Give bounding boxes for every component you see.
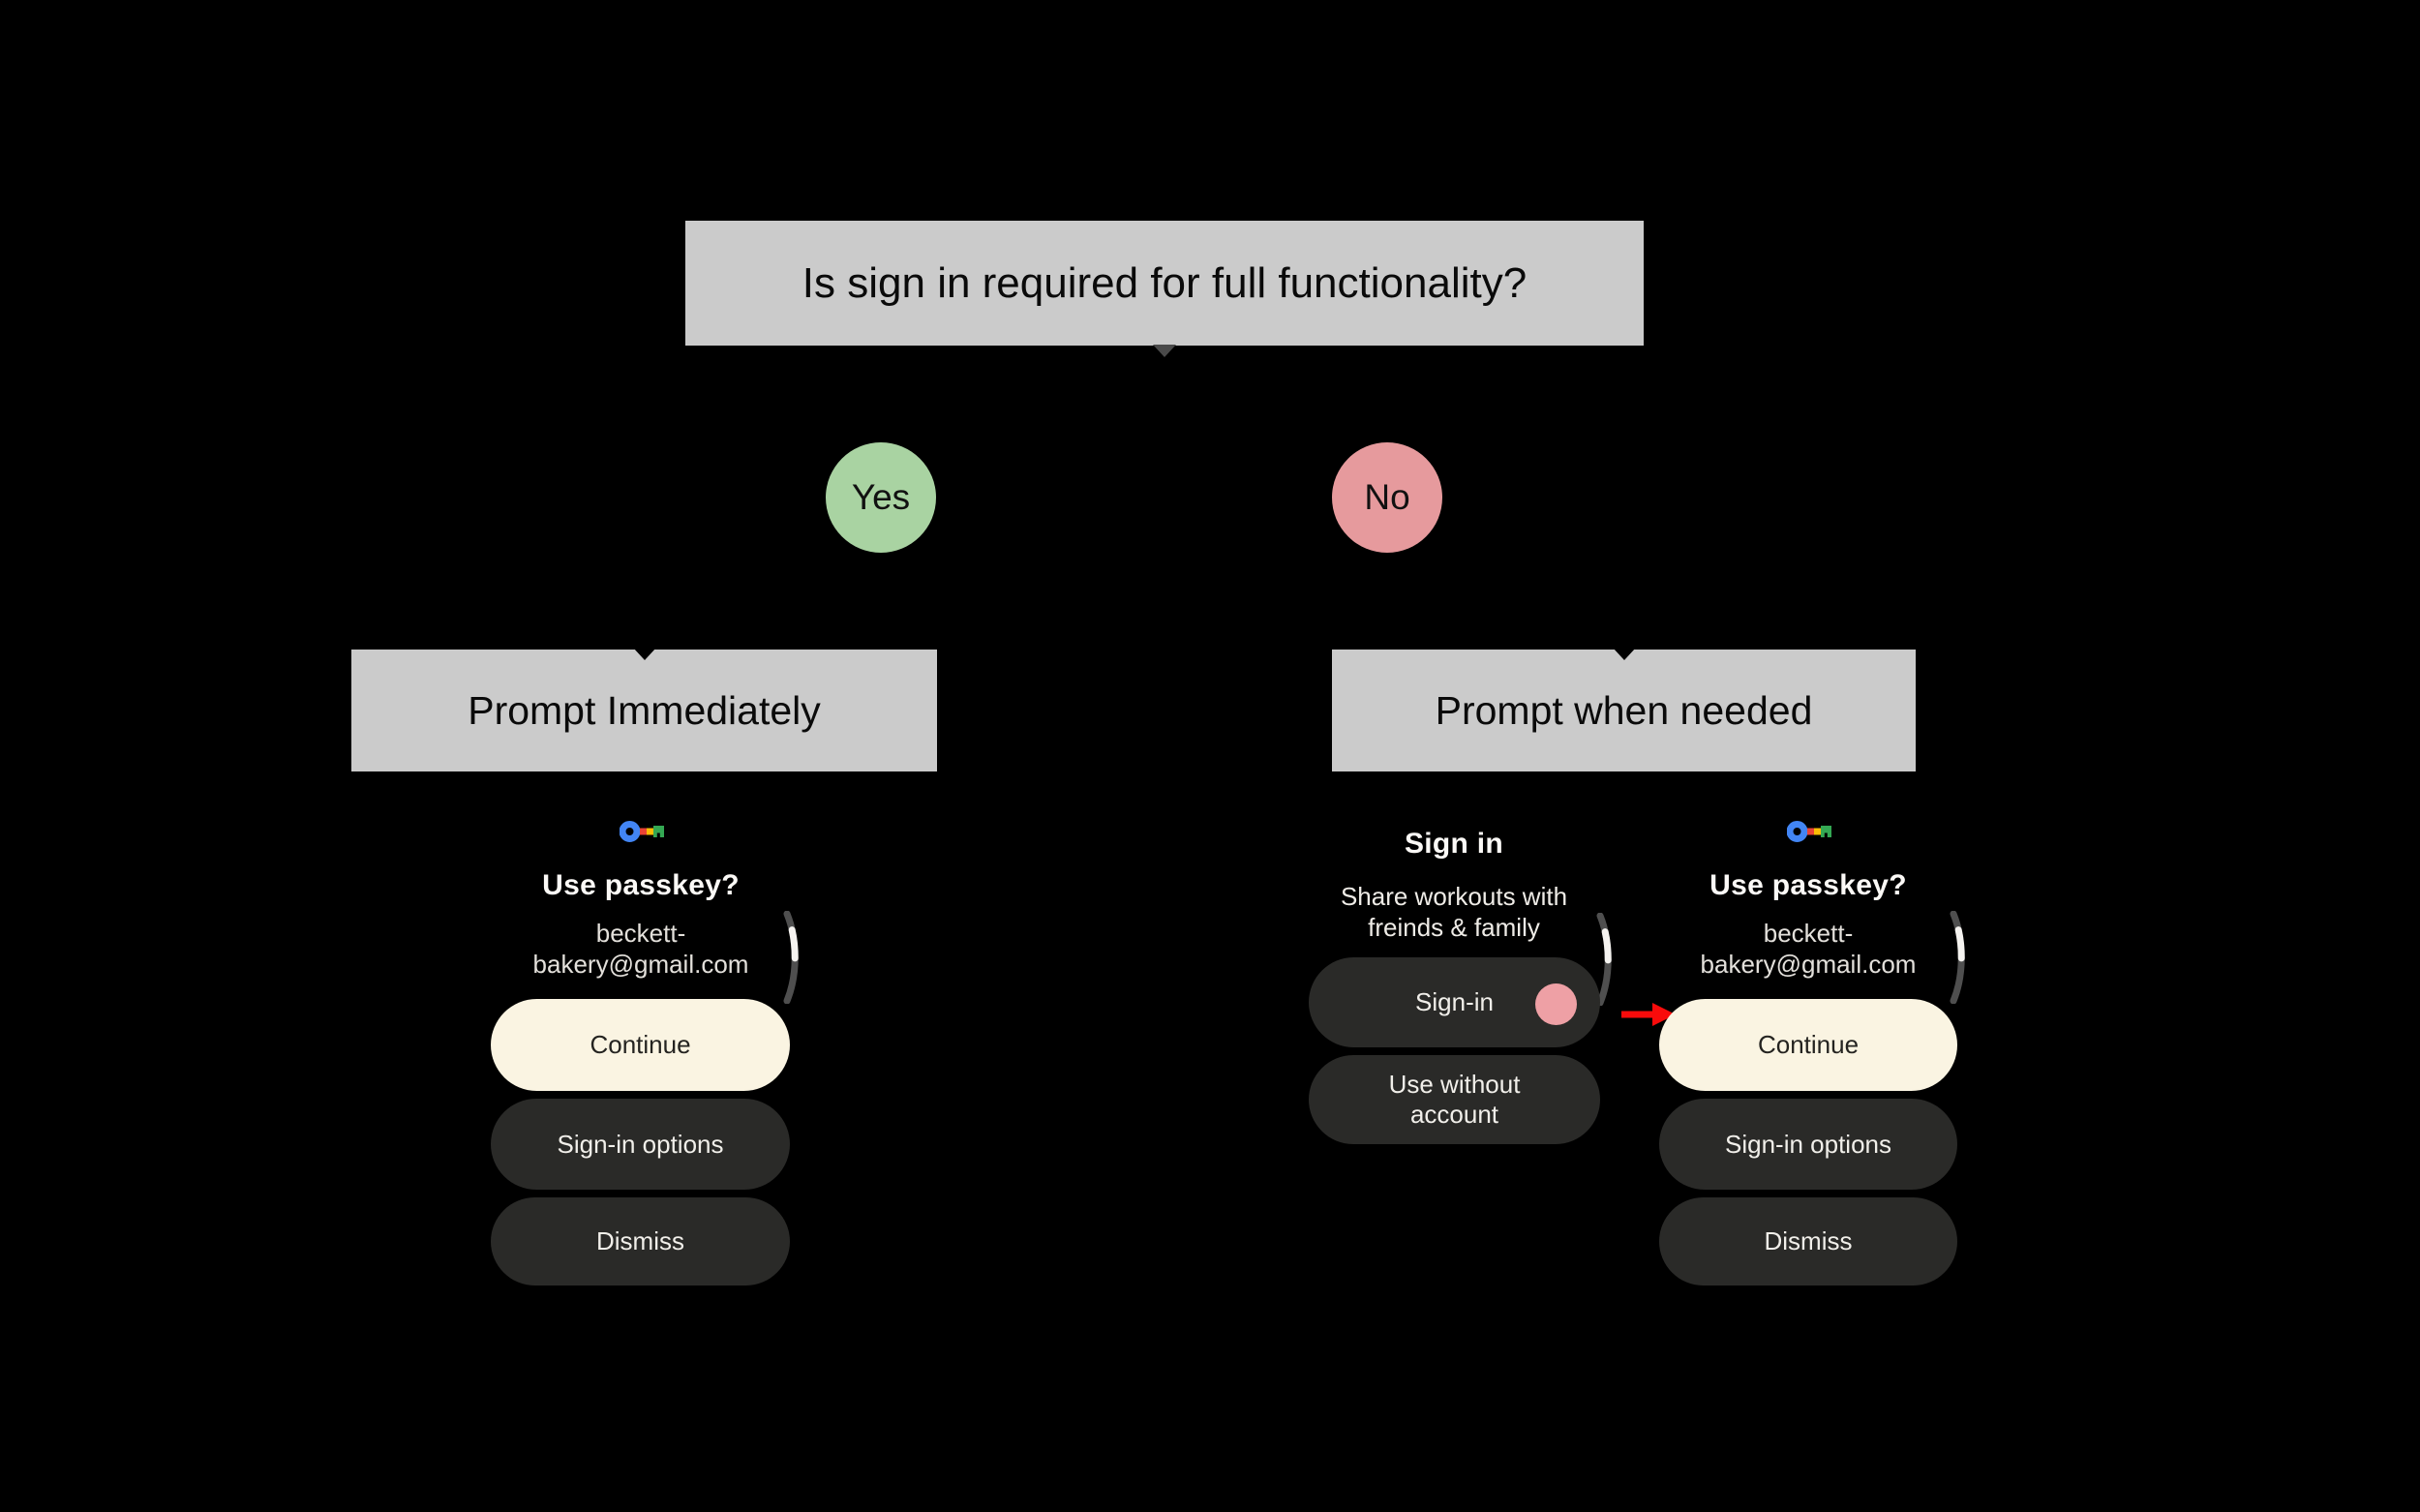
signin-options-label: Sign-in options <box>1725 1129 1891 1159</box>
signin-title: Sign in <box>1404 828 1504 860</box>
signin-button-label: Sign-in <box>1415 987 1494 1016</box>
dismiss-label: Dismiss <box>1764 1226 1853 1255</box>
signin-options-label: Sign-in options <box>557 1129 724 1159</box>
signin-description-line2: freinds & family <box>1368 913 1540 942</box>
yes-node: Yes <box>826 442 936 553</box>
signin-options-button[interactable]: Sign-in options <box>1659 1099 1957 1190</box>
question-box: Is sign in required for full functionali… <box>685 221 1644 357</box>
question-text: Is sign in required for full functionali… <box>802 258 1528 307</box>
scroll-indicator[interactable] <box>782 911 803 1004</box>
passkey-key-icon <box>1787 821 1831 842</box>
prompt-when-needed-label: Prompt when needed <box>1435 687 1813 733</box>
yes-label: Yes <box>851 477 911 517</box>
account-email-line1: beckett- <box>1763 919 1854 948</box>
passkey-title: Use passkey? <box>542 869 740 901</box>
dismiss-label: Dismiss <box>596 1226 684 1255</box>
account-email-line2: bakery@gmail.com <box>1700 950 1917 979</box>
connector-arrowhead <box>1612 648 1636 660</box>
account-email: beckett- bakery@gmail.com <box>428 918 854 980</box>
signin-options-button[interactable]: Sign-in options <box>491 1099 790 1190</box>
no-node: No <box>1332 442 1442 553</box>
continue-label: Continue <box>590 1030 691 1059</box>
use-without-account-button[interactable]: Use without account <box>1309 1055 1600 1144</box>
connector-arrowhead <box>632 648 656 660</box>
scroll-indicator[interactable] <box>1595 913 1617 1006</box>
continue-button[interactable]: Continue <box>1659 999 1957 1091</box>
passkey-key-icon <box>620 821 664 842</box>
prompt-immediately-box: Prompt Immediately <box>351 648 937 771</box>
continue-label: Continue <box>1757 1030 1860 1059</box>
dismiss-button[interactable]: Dismiss <box>491 1197 790 1285</box>
no-label: No <box>1364 477 1410 517</box>
tap-highlight-circle <box>1535 983 1577 1025</box>
continue-button[interactable]: Continue <box>491 999 790 1091</box>
dismiss-button[interactable]: Dismiss <box>1659 1197 1957 1285</box>
use-without-account-line1: Use without <box>1388 1070 1521 1099</box>
signin-description: Share workouts with freinds & family <box>1241 881 1667 943</box>
passkey-title: Use passkey? <box>1709 869 1907 901</box>
account-email-line2: bakery@gmail.com <box>532 950 749 979</box>
account-email-line1: beckett- <box>595 919 686 948</box>
use-without-account-line2: account <box>1409 1100 1499 1129</box>
scroll-indicator[interactable] <box>1949 911 1970 1004</box>
prompt-immediately-label: Prompt Immediately <box>468 687 821 733</box>
flow-arrow-icon <box>1621 1003 1676 1026</box>
prompt-when-needed-box: Prompt when needed <box>1332 648 1916 771</box>
signin-description-line1: Share workouts with <box>1340 882 1568 911</box>
account-email: beckett- bakery@gmail.com <box>1595 918 2021 980</box>
connector-arrowhead <box>1153 345 1176 357</box>
